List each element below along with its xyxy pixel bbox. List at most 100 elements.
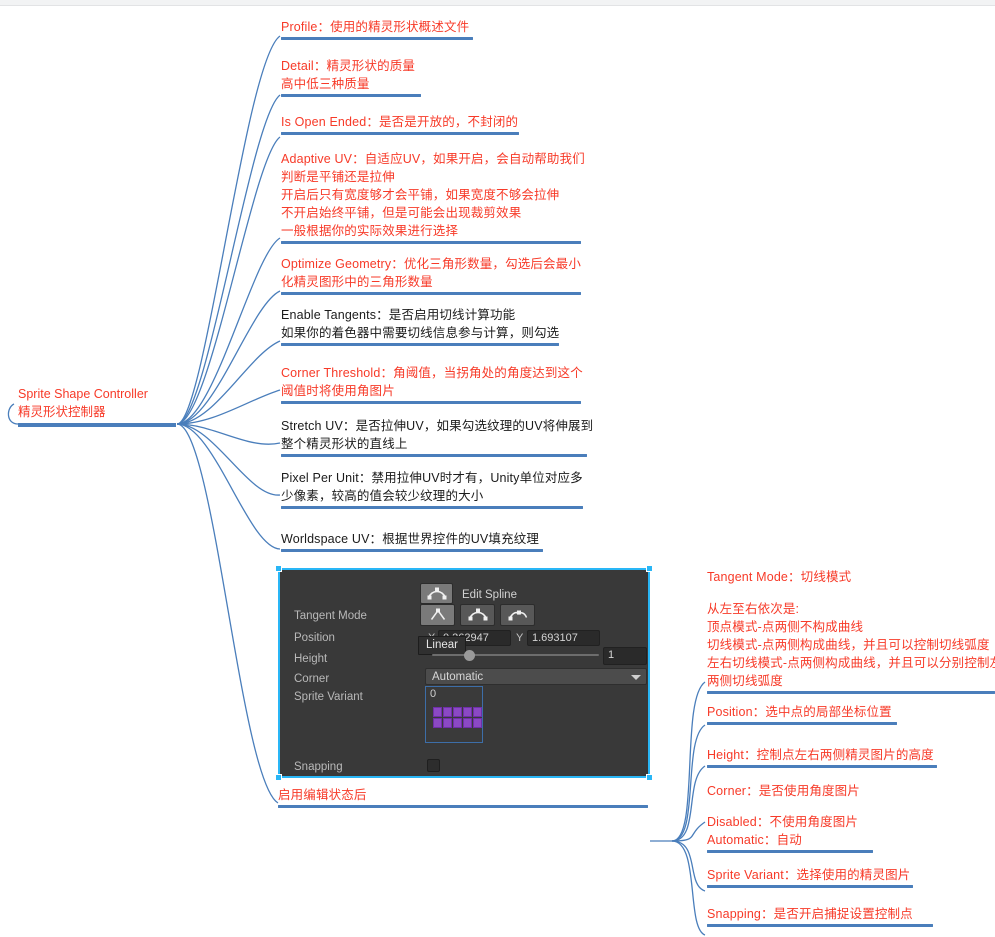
branch-is-open-ended-underline (281, 132, 519, 135)
branch-tangent-mode-line-6: 两侧切线弧度 (707, 674, 783, 688)
branch-worldspace-uv[interactable]: Worldspace UV：根据世界控件的UV填充纹理 (281, 530, 543, 552)
branch-profile[interactable]: Profile：使用的精灵形状概述文件 (281, 18, 473, 40)
spline-icon (427, 587, 446, 599)
edit-spline-toggle-button[interactable] (420, 583, 453, 604)
branch-detail-underline (281, 94, 421, 97)
branch-corner-threshold-line-1: 阈值时将使用角图片 (281, 384, 395, 398)
branch-tangent-mode-line-5: 左右切线模式-点两侧构成曲线，并且可以分别控制左右 (707, 656, 995, 670)
selection-handle-bottom-right[interactable] (646, 774, 653, 781)
root-node-title-en: Sprite Shape Controller (18, 387, 148, 401)
continuous-tangent-icon (468, 608, 487, 621)
sprite-variant-label: Sprite Variant (294, 691, 363, 703)
branch-corner[interactable]: Corner：是否使用角度图片 Disabled：不使用角度图片 Automat… (707, 782, 873, 853)
branch-enable-tangents[interactable]: Enable Tangents：是否启用切线计算功能 如果你的着色器中需要切线信… (281, 306, 559, 346)
branch-pixel-per-unit[interactable]: Pixel Per Unit：禁用拉伸UV时才有，Unity单位对应多 少像素，… (281, 469, 583, 509)
branch-stretch-uv[interactable]: Stretch UV：是否拉伸UV，如果勾选纹理的UV将伸展到 整个精灵形状的直… (281, 417, 593, 457)
tangent-mode-label: Tangent Mode (294, 610, 367, 622)
branch-position[interactable]: Position：选中点的局部坐标位置 (707, 703, 897, 725)
panel-caption-underline (278, 805, 648, 808)
sprite-variant-thumbnail[interactable]: 0 (425, 686, 483, 743)
branch-snapping-line-0: Snapping：是否开启捕捉设置控制点 (707, 907, 913, 921)
branch-pixel-per-unit-underline (281, 506, 583, 509)
branch-tangent-mode-line-0: Tangent Mode：切线模式 (707, 570, 852, 584)
snapping-checkbox[interactable] (427, 759, 440, 772)
branch-detail-line-1: 高中低三种质量 (281, 77, 370, 91)
branch-enable-tangents-line-1: 如果你的着色器中需要切线信息参与计算，则勾选 (281, 326, 560, 340)
branch-tangent-mode-line-4: 切线模式-点两侧构成曲线，并且可以控制切线弧度 (707, 638, 990, 652)
branch-corner-line-0: Corner：是否使用角度图片 (707, 784, 860, 798)
root-node-underline (18, 423, 176, 427)
branch-adaptive-uv-underline (281, 241, 581, 244)
root-node[interactable]: Sprite Shape Controller 精灵形状控制器 (18, 385, 176, 427)
corner-dropdown-value: Automatic (432, 671, 484, 683)
edit-spline-label: Edit Spline (462, 589, 517, 601)
selection-handle-bottom-left[interactable] (275, 774, 282, 781)
branch-worldspace-uv-underline (281, 549, 543, 552)
branch-profile-underline (281, 37, 473, 40)
branch-sprite-variant-line-0: Sprite Variant：选择使用的精灵图片 (707, 868, 911, 882)
linear-tooltip: Linear (418, 636, 466, 655)
branch-tangent-mode[interactable]: Tangent Mode：切线模式 从左至右依次是: 顶点模式-点两侧不构成曲线… (707, 568, 995, 694)
branch-optimize-geometry-line-1: 化精灵图形中的三角形数量 (281, 275, 433, 289)
branch-enable-tangents-line-0: Enable Tangents：是否启用切线计算功能 (281, 308, 516, 322)
linear-tangent-button[interactable] (420, 604, 455, 626)
branch-height[interactable]: Height：控制点左右两侧精灵图片的高度 (707, 746, 937, 768)
broken-tangent-icon (508, 610, 527, 621)
branch-enable-tangents-underline (281, 343, 559, 346)
branch-position-line-0: Position：选中点的局部坐标位置 (707, 705, 892, 719)
branch-pixel-per-unit-line-1: 少像素，较高的值会较少纹理的大小 (281, 489, 484, 503)
selection-handle-top-right[interactable] (646, 565, 653, 572)
height-slider-track[interactable] (432, 654, 599, 656)
branch-is-open-ended-line-0: Is Open Ended：是否是开放的，不封闭的 (281, 115, 519, 129)
selection-handle-top-left[interactable] (275, 565, 282, 572)
panel-caption-node[interactable]: 启用编辑状态后 (278, 786, 648, 808)
branch-stretch-uv-line-0: Stretch UV：是否拉伸UV，如果勾选纹理的UV将伸展到 (281, 419, 594, 433)
branch-corner-underline (707, 850, 873, 853)
branch-corner-line-2: Disabled：不使用角度图片 (707, 815, 859, 829)
branch-height-underline (707, 765, 937, 768)
branch-position-underline (707, 722, 897, 725)
branch-tangent-mode-line-2: 从左至右依次是: (707, 602, 800, 616)
panel-caption-text: 启用编辑状态后 (278, 788, 367, 802)
branch-adaptive-uv-line-4: 一般根据你的实际效果进行选择 (281, 224, 459, 238)
broken-tangent-button[interactable] (500, 604, 535, 626)
corner-label: Corner (294, 673, 330, 685)
root-node-title-cn: 精灵形状控制器 (18, 405, 106, 419)
branch-detail[interactable]: Detail：精灵形状的质量 高中低三种质量 (281, 57, 421, 97)
branch-pixel-per-unit-line-0: Pixel Per Unit：禁用拉伸UV时才有，Unity单位对应多 (281, 471, 583, 485)
branch-tangent-mode-line-3: 顶点模式-点两侧不构成曲线 (707, 620, 864, 634)
snapping-label: Snapping (294, 761, 343, 773)
branch-sprite-variant[interactable]: Sprite Variant：选择使用的精灵图片 (707, 866, 913, 888)
branch-snapping[interactable]: Snapping：是否开启捕捉设置控制点 (707, 905, 933, 927)
branch-corner-threshold-line-0: Corner Threshold：角阈值，当拐角处的角度达到这个 (281, 366, 583, 380)
branch-corner-threshold[interactable]: Corner Threshold：角阈值，当拐角处的角度达到这个 阈值时将使用角… (281, 364, 583, 404)
height-label: Height (294, 653, 328, 665)
branch-tangent-mode-line-1 (707, 586, 995, 600)
continuous-tangent-button[interactable] (460, 604, 495, 626)
branch-corner-threshold-underline (281, 401, 581, 404)
branch-sprite-variant-underline (707, 885, 913, 888)
branch-adaptive-uv[interactable]: Adaptive UV：自适应UV，如果开启，会自动帮助我们 判断是平铺还是拉伸… (281, 150, 585, 244)
height-slider-knob[interactable] (464, 650, 475, 661)
branch-adaptive-uv-line-3: 不开启始终平铺，但是可能会出现裁剪效果 (281, 206, 522, 220)
branch-optimize-geometry-line-0: Optimize Geometry：优化三角形数量，勾选后会最小 (281, 257, 581, 271)
height-value-input[interactable]: 1 (603, 647, 647, 665)
unity-inspector-panel-image[interactable]: Edit Spline Tangent Mode (275, 565, 653, 781)
branch-adaptive-uv-line-2: 开启后只有宽度够才会平铺，如果宽度不够会拉伸 (281, 188, 560, 202)
linear-tangent-icon (430, 608, 445, 620)
branch-profile-line-0: Profile：使用的精灵形状概述文件 (281, 20, 470, 34)
branch-is-open-ended[interactable]: Is Open Ended：是否是开放的，不封闭的 (281, 113, 519, 135)
branch-stretch-uv-line-1: 整个精灵形状的直线上 (281, 437, 408, 451)
branch-worldspace-uv-line-0: Worldspace UV：根据世界控件的UV填充纹理 (281, 532, 540, 546)
position-y-input[interactable]: 1.693107 (527, 630, 600, 646)
corner-dropdown[interactable]: Automatic (425, 668, 647, 685)
chevron-down-icon (631, 675, 641, 680)
top-toolbar-strip (0, 0, 995, 6)
position-label: Position (294, 632, 335, 644)
branch-adaptive-uv-line-0: Adaptive UV：自适应UV，如果开启，会自动帮助我们 (281, 152, 585, 166)
branch-optimize-geometry-underline (281, 292, 581, 295)
branch-optimize-geometry[interactable]: Optimize Geometry：优化三角形数量，勾选后会最小 化精灵图形中的… (281, 255, 581, 295)
sprite-variant-index: 0 (430, 688, 437, 700)
branch-corner-line-3: Automatic：自动 (707, 833, 802, 847)
branch-stretch-uv-underline (281, 454, 587, 457)
